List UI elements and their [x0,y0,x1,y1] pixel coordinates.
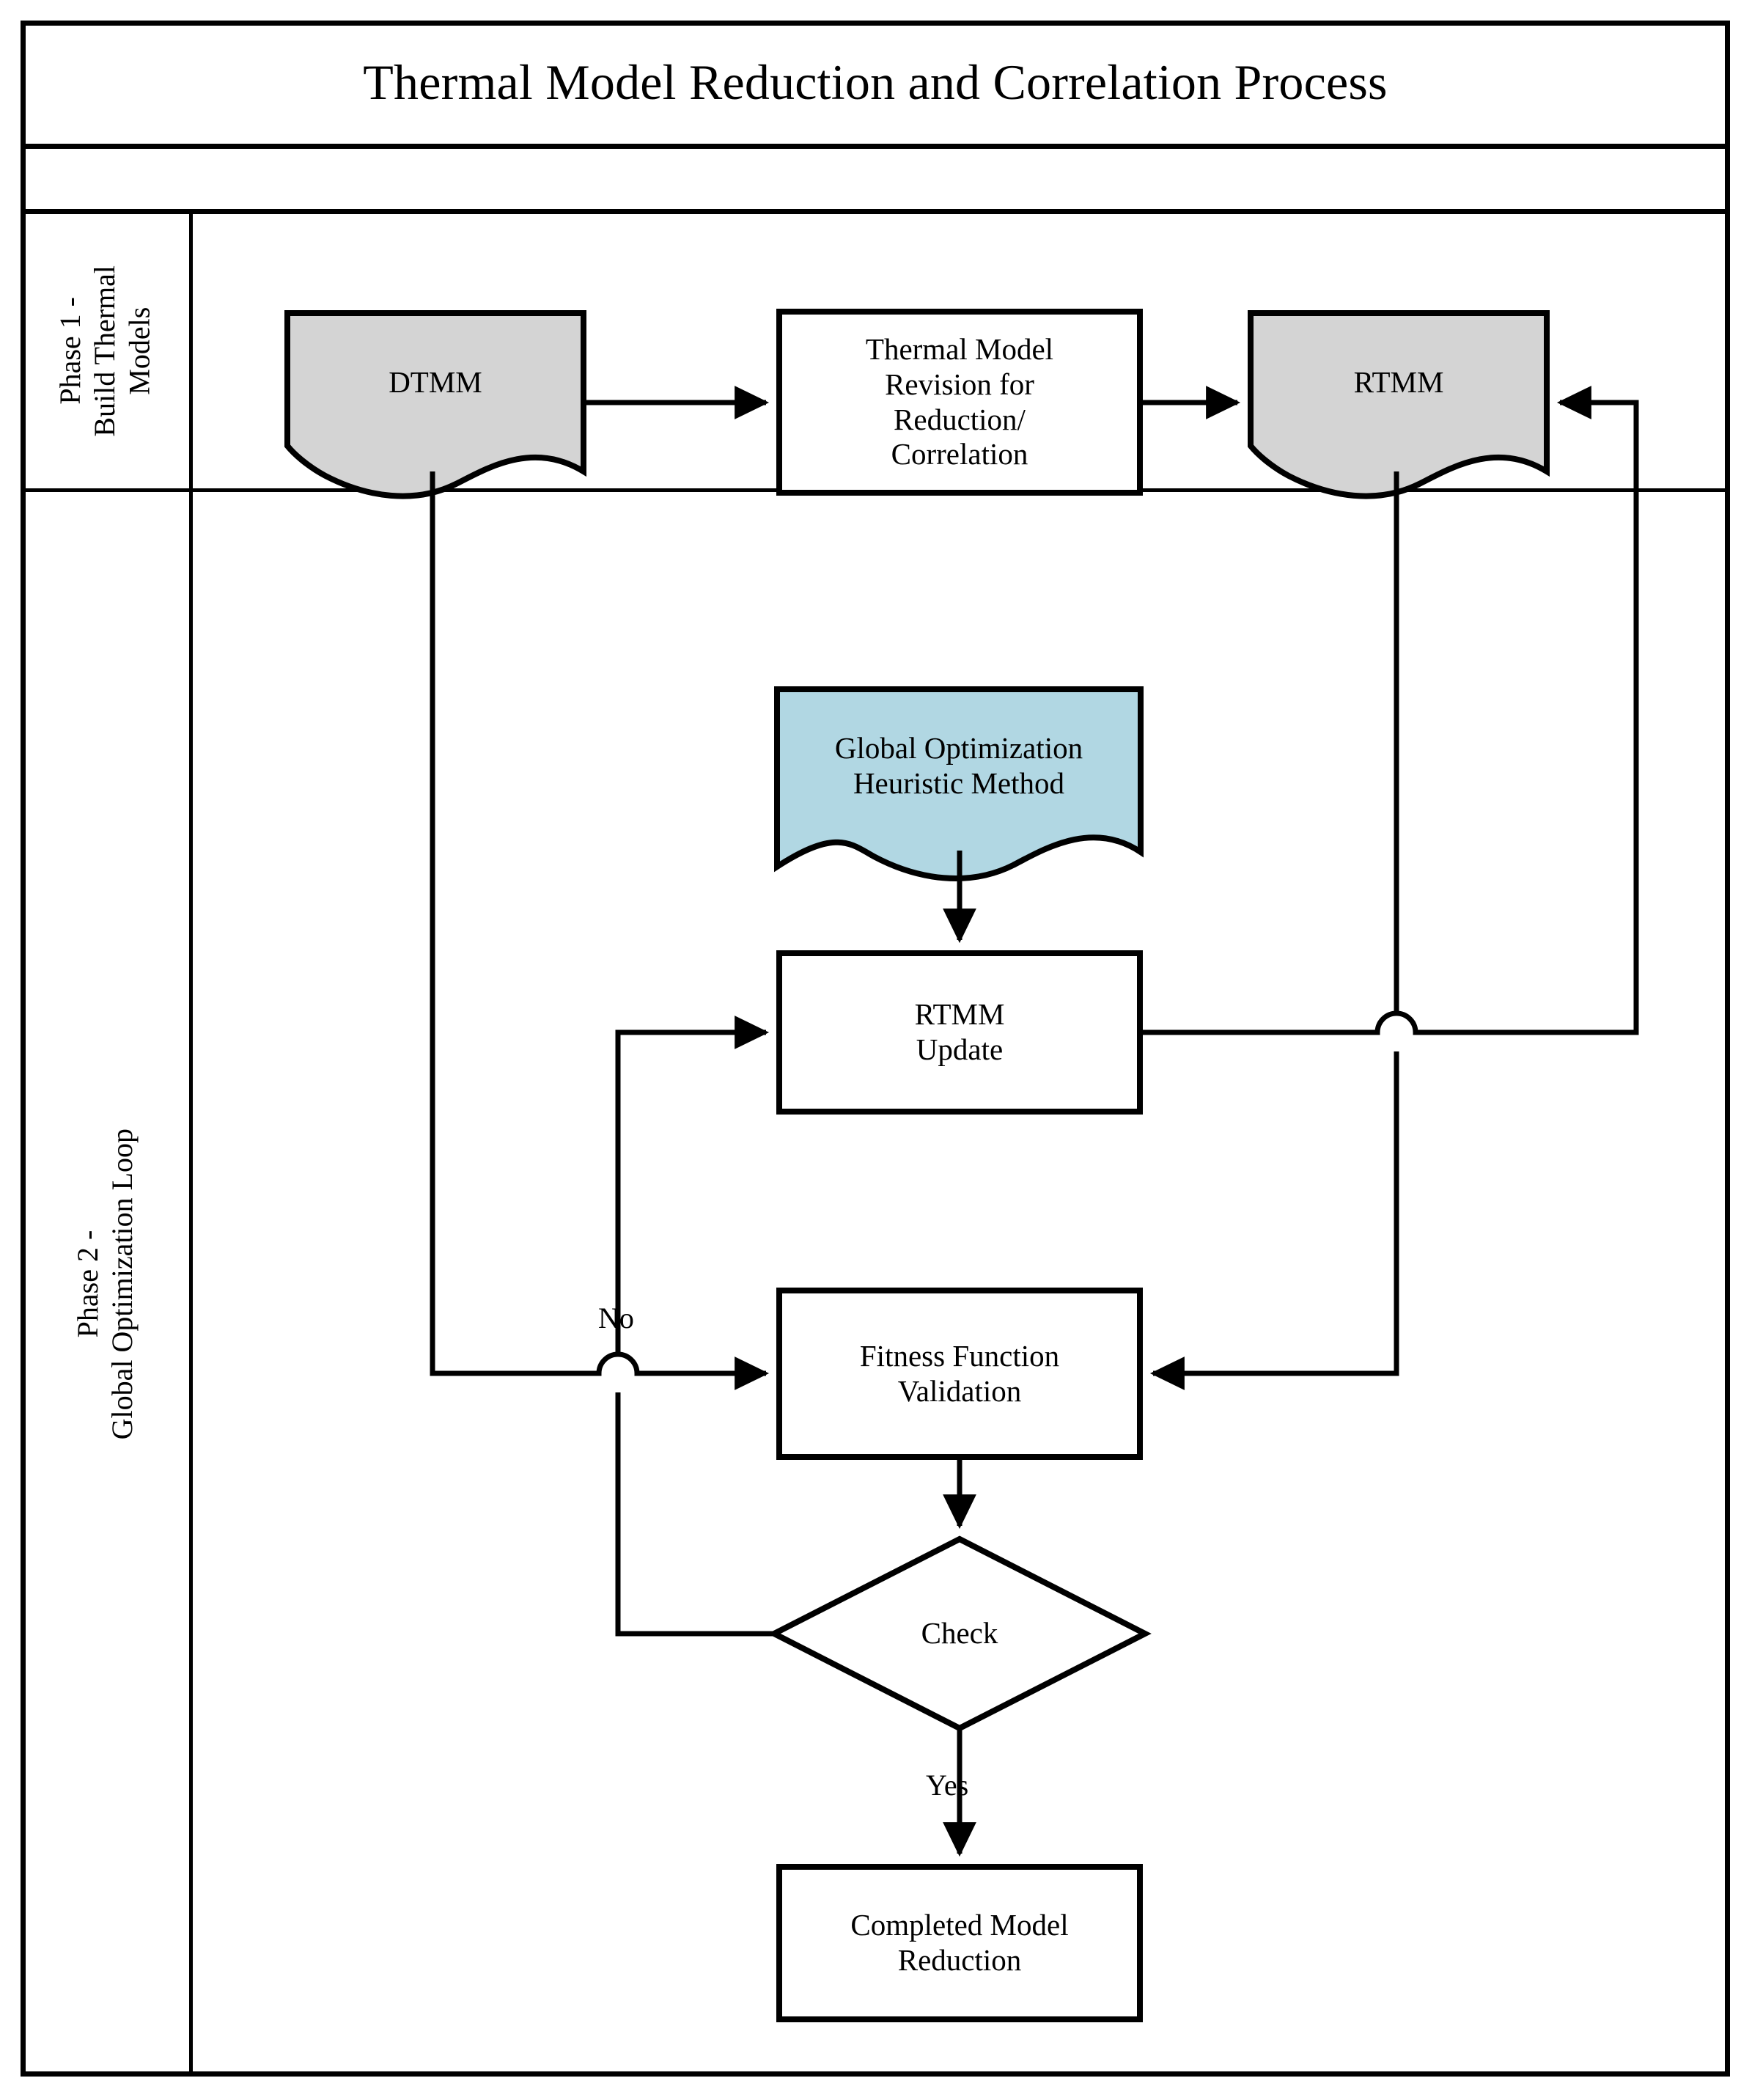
column-divider [189,209,193,2077]
edge-rtmm-to-fitness [1153,471,1399,1373]
node-revision-shape [776,309,1143,496]
title-divider [21,144,1730,149]
edge-update-to-rtmm [1140,386,1639,1035]
outer-frame [21,21,1730,2077]
node-rtmm-update-shape [776,950,1143,1115]
node-heuristic-shape [774,686,1144,881]
page-title: Thermal Model Reduction and Correlation … [363,54,1388,110]
node-check-shape [768,1535,1152,1732]
spacer-divider [21,209,1730,214]
edge-check-no-to-update [615,1032,774,1637]
node-dtmm-shape [284,310,586,499]
edge-dtmm-to-fitness [430,471,770,1390]
node-fitness-shape [776,1288,1143,1460]
node-completed-shape [776,1864,1143,2022]
node-rtmm-shape [1248,310,1550,499]
